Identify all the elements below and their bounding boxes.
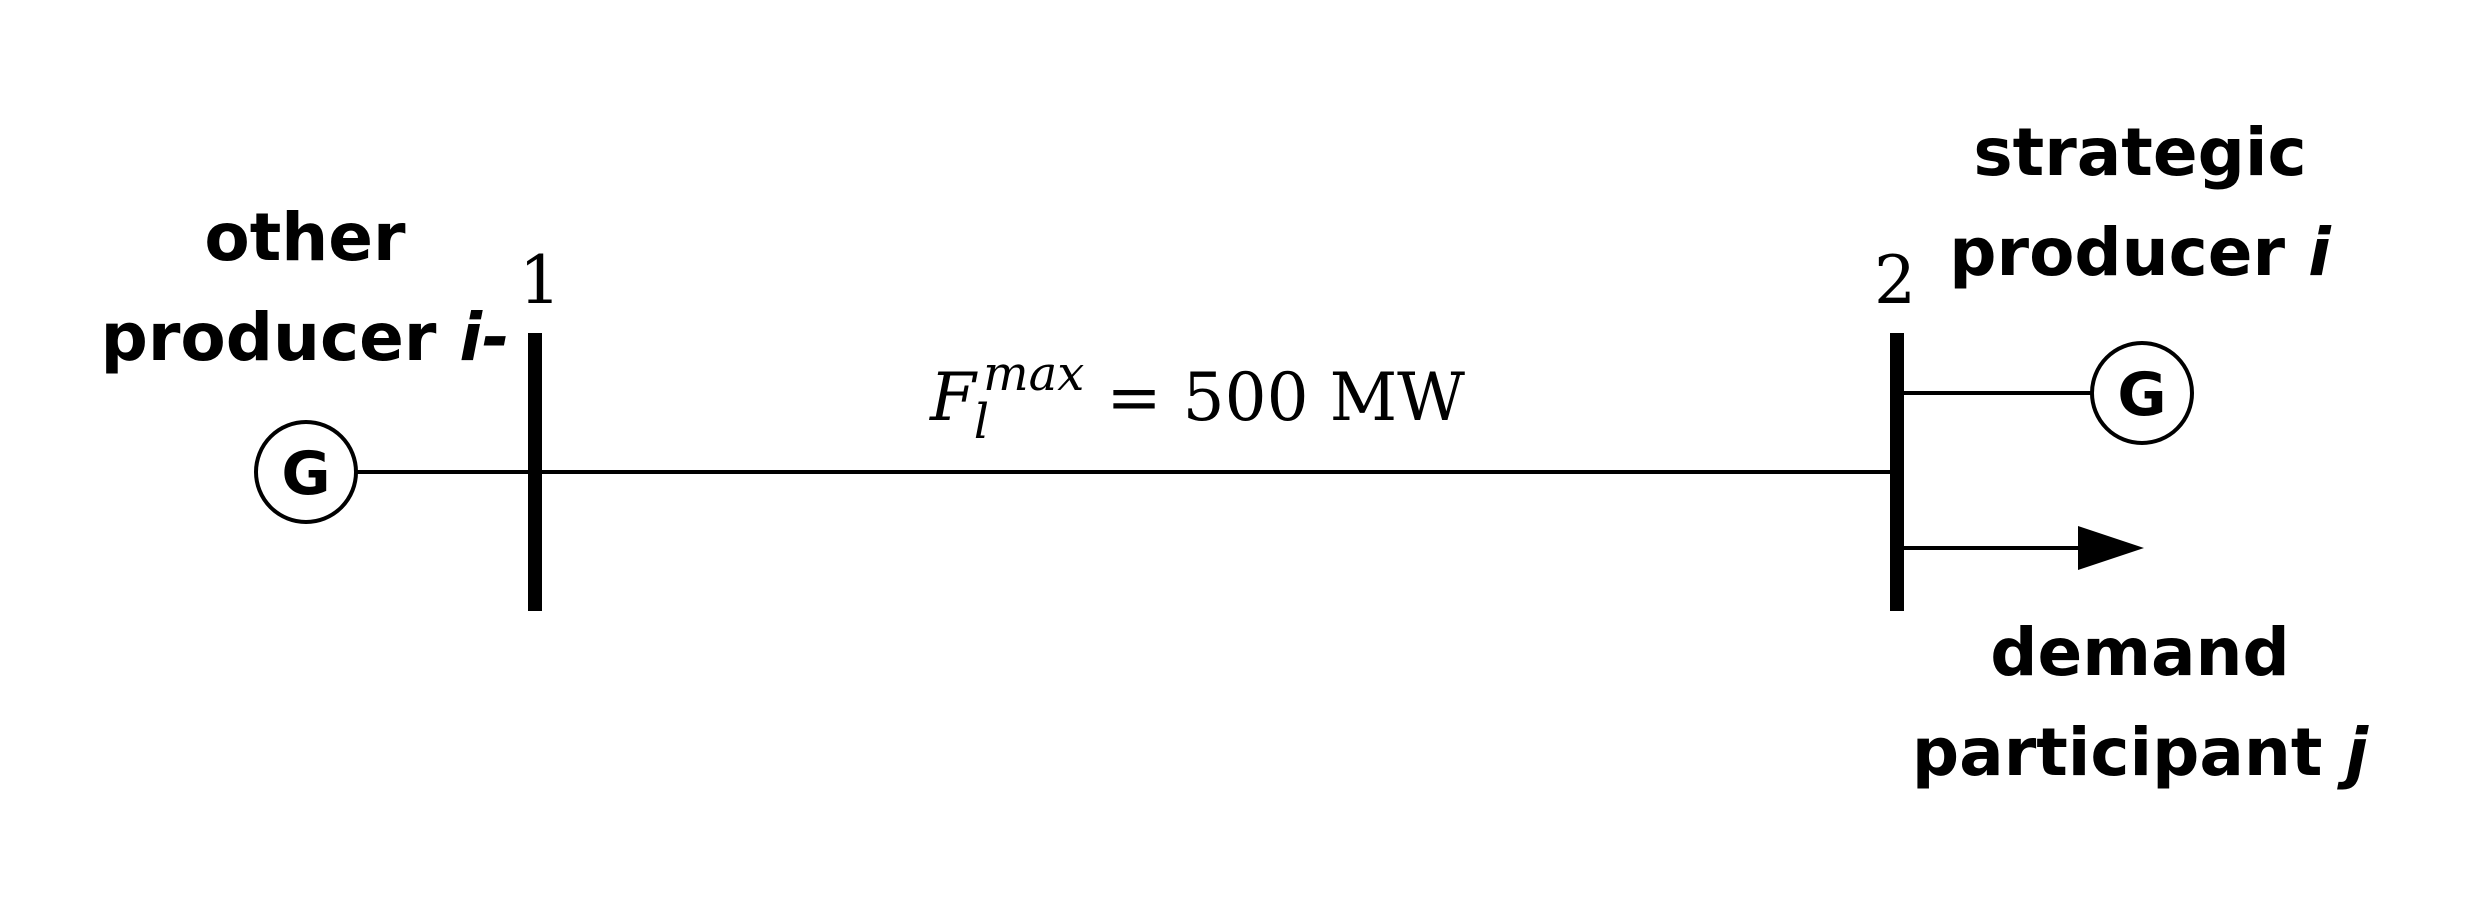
flow-superscript: max bbox=[983, 346, 1084, 402]
strategic-generator-symbol: G bbox=[2117, 360, 2166, 430]
strategic-producer-label-line1: strategic bbox=[1973, 114, 2306, 191]
other-generator-symbol: G bbox=[281, 439, 330, 509]
demand-label-line1: demand bbox=[1990, 614, 2290, 691]
strategic-producer-label-line2: producer i bbox=[1949, 214, 2332, 291]
strategic-generator-circle bbox=[2090, 341, 2194, 445]
bus-1-number: 1 bbox=[519, 242, 561, 319]
bus-1-bar bbox=[528, 333, 542, 611]
other-producer-label-line1: other bbox=[204, 199, 406, 276]
flow-subscript: l bbox=[974, 394, 989, 450]
flow-value: = 500 MW bbox=[1106, 359, 1465, 436]
bus-2-number: 2 bbox=[1874, 242, 1916, 319]
other-generator-circle bbox=[254, 420, 358, 524]
demand-arrow-icon bbox=[2078, 526, 2144, 570]
flow-symbol: F bbox=[929, 359, 978, 436]
other-producer-label-line2: producer i- bbox=[101, 299, 510, 376]
line-flow-label: Flmax = 500 MW bbox=[929, 346, 1465, 450]
demand-label-line2: participant j bbox=[1912, 714, 2370, 791]
bus-2-bar bbox=[1890, 333, 1904, 611]
